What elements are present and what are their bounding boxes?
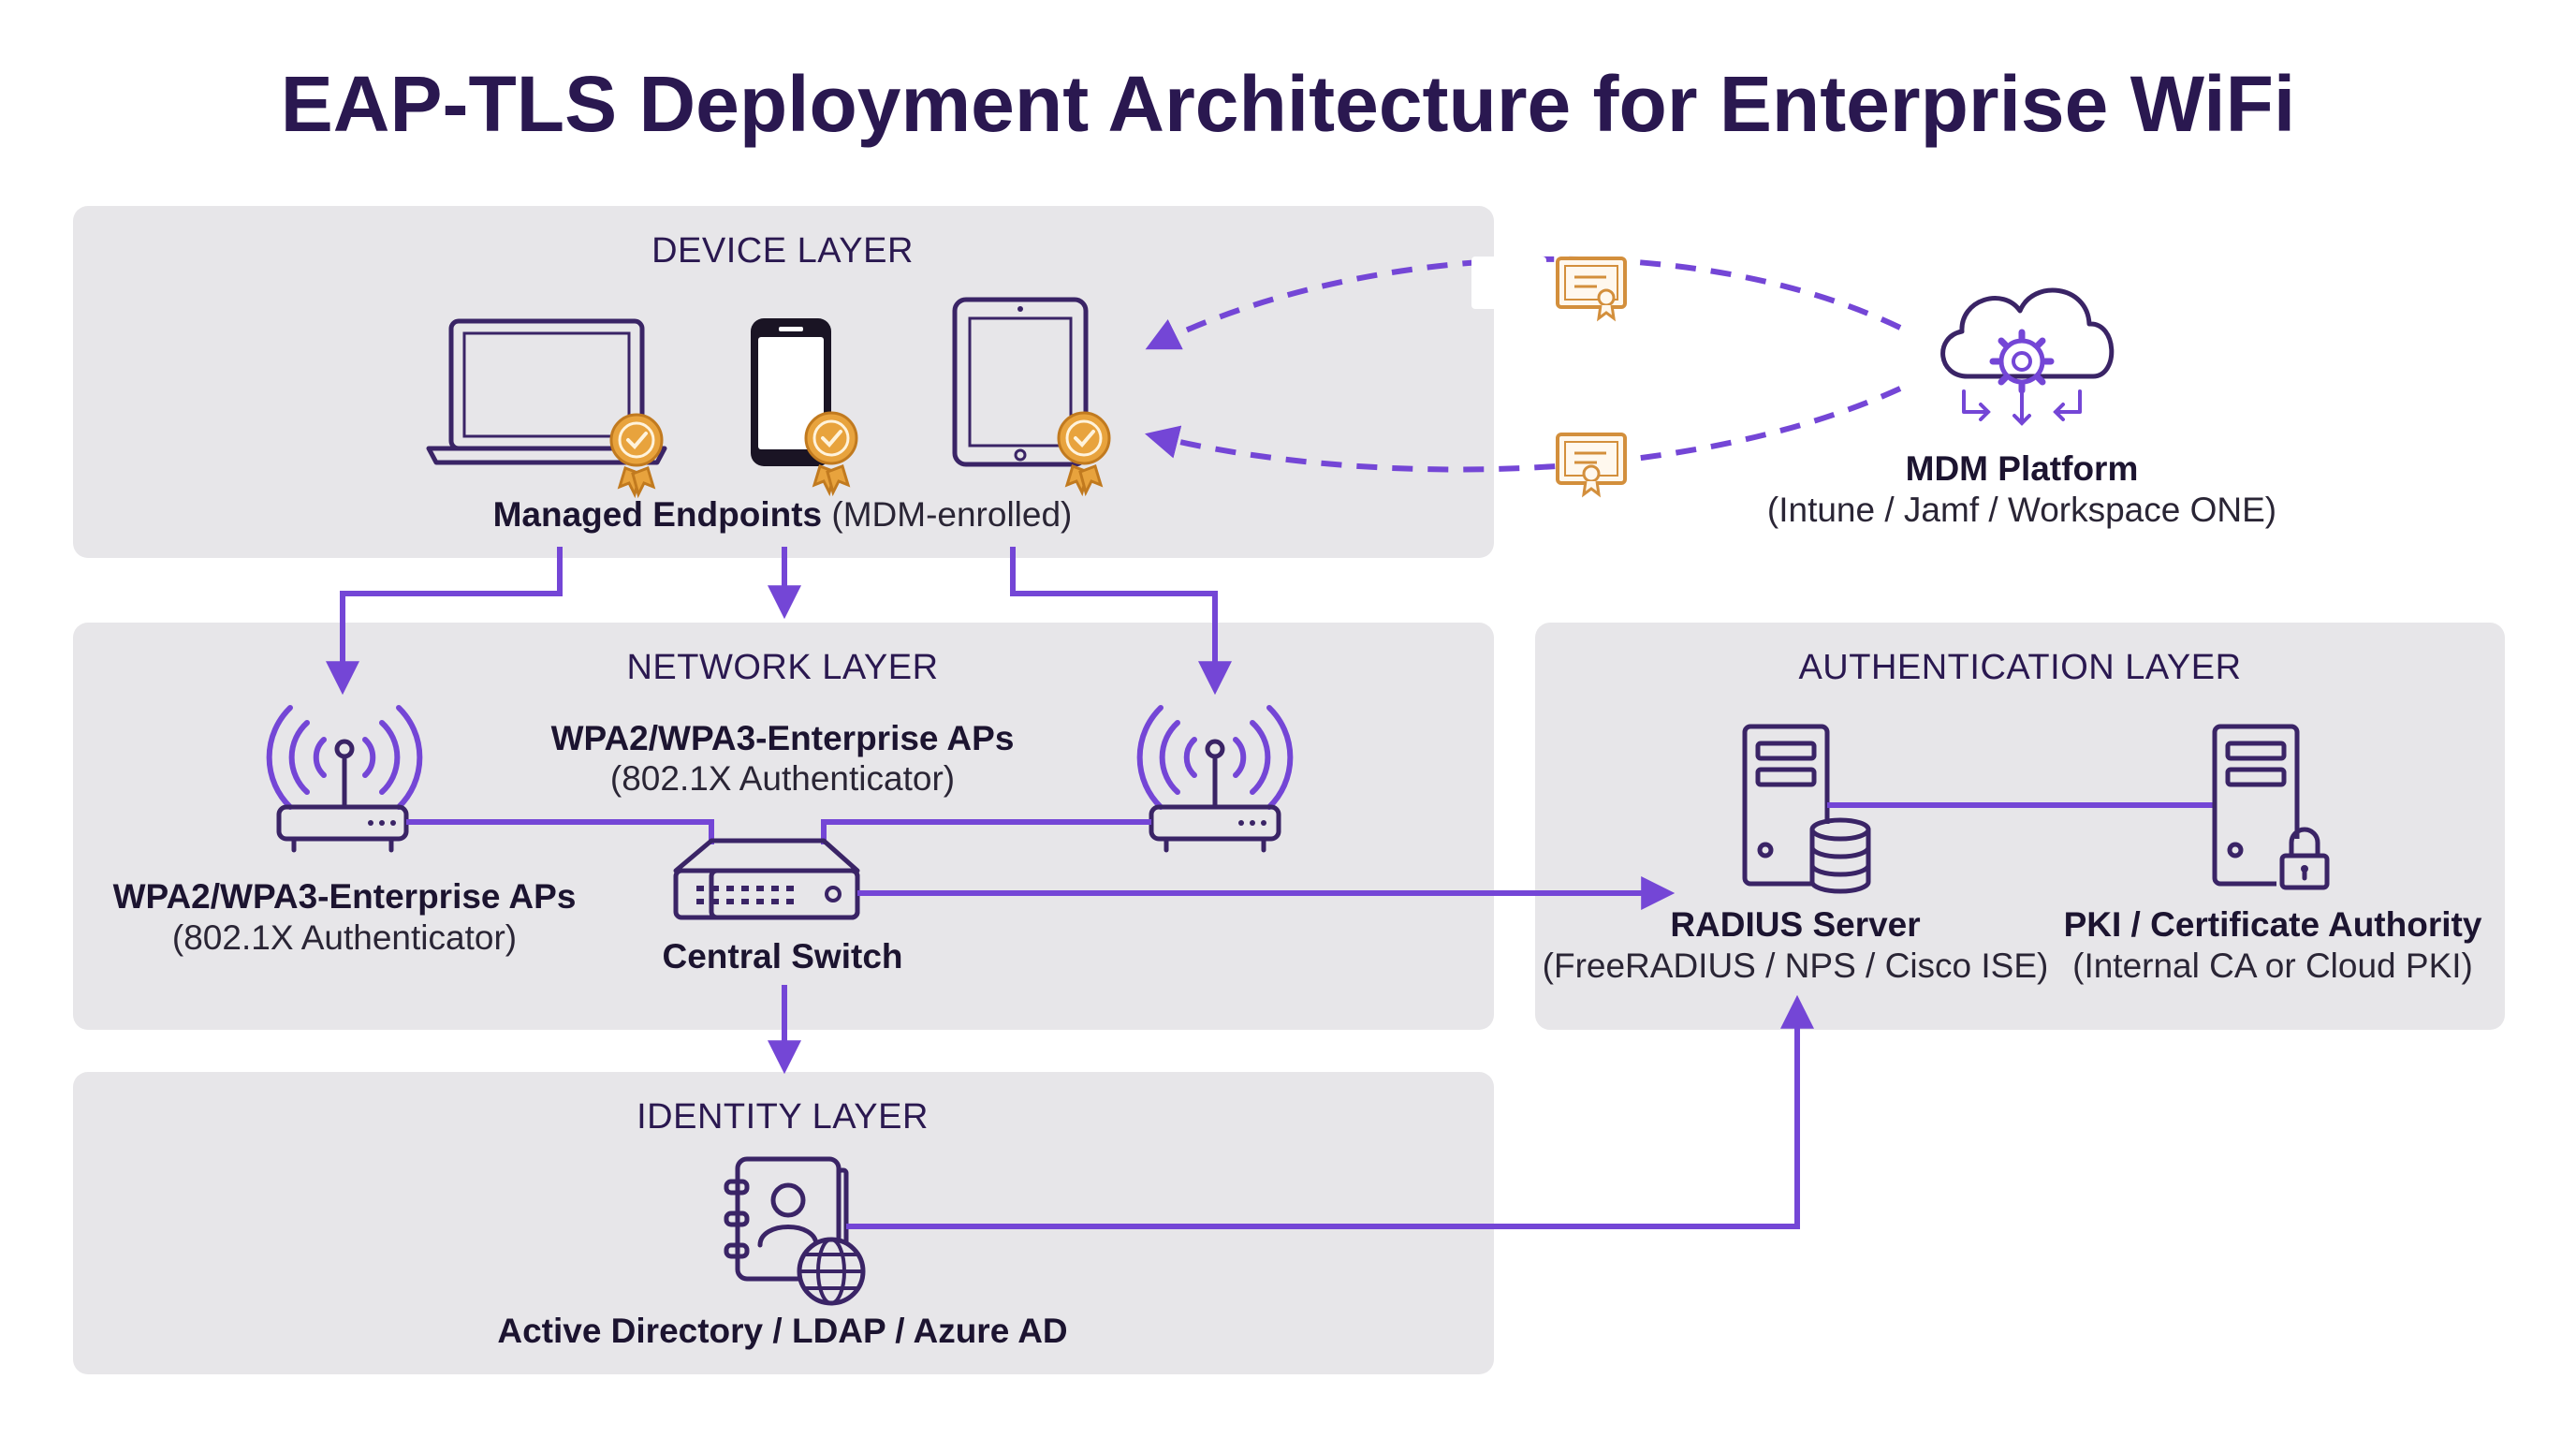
mdm-platform-name: MDM Platform [1906, 449, 2139, 488]
network-layer-panel [73, 623, 1494, 1030]
cloud-gear-icon [1940, 287, 2115, 426]
server-lock-icon [2212, 724, 2333, 891]
identity-to-radius-arrow [846, 994, 1814, 1229]
authentication-layer-title: AUTHENTICATION LAYER [1798, 648, 2241, 687]
center-ap-name: WPA2/WPA3-Enterprise APs [551, 719, 1015, 757]
radius-server-name: RADIUS Server [1670, 905, 1920, 944]
certificate-badge-icon [1057, 411, 1111, 497]
left-ap-switch-link [406, 819, 714, 844]
wifi-router-icon [1136, 705, 1294, 853]
endpoint-to-right-ap-arrow [1010, 547, 1232, 696]
certificate-document-icon [1471, 257, 1627, 322]
pki-name: PKI / Certificate Authority [2064, 905, 2482, 944]
network-layer-title: NETWORK LAYER [626, 648, 938, 687]
radius-server-detail: (FreeRADIUS / NPS / Cisco ISE) [1543, 946, 2049, 985]
left-ap-detail: (802.1X Authenticator) [172, 918, 517, 957]
certificate-badge-icon [609, 413, 664, 499]
pki-detail: (Internal CA or Cloud PKI) [2072, 946, 2473, 985]
mdm-platform-detail: (Intune / Jamf / Workspace ONE) [1767, 491, 2276, 529]
identity-layer-panel [73, 1072, 1494, 1374]
directory-globe-icon [724, 1156, 866, 1306]
right-ap-switch-link [821, 819, 1151, 844]
central-switch-name: Central Switch [663, 937, 903, 976]
center-ap-detail: (802.1X Authenticator) [610, 759, 955, 798]
certificate-document-icon [1556, 433, 1627, 498]
laptop-icon [426, 318, 667, 465]
device-layer-title: DEVICE LAYER [651, 231, 914, 271]
identity-layer-title: IDENTITY LAYER [637, 1097, 929, 1137]
left-ap-name: WPA2/WPA3-Enterprise APs [113, 877, 577, 916]
endpoints-label: Managed Endpoints (MDM-enrolled) [493, 495, 1073, 534]
diagram-title: EAP-TLS Deployment Architecture for Ente… [281, 60, 2295, 148]
directory-name: Active Directory / LDAP / Azure AD [497, 1312, 1067, 1350]
endpoint-to-left-ap-arrow [326, 547, 563, 696]
tablet-icon [952, 297, 1089, 467]
certificate-badge-icon [804, 411, 858, 497]
